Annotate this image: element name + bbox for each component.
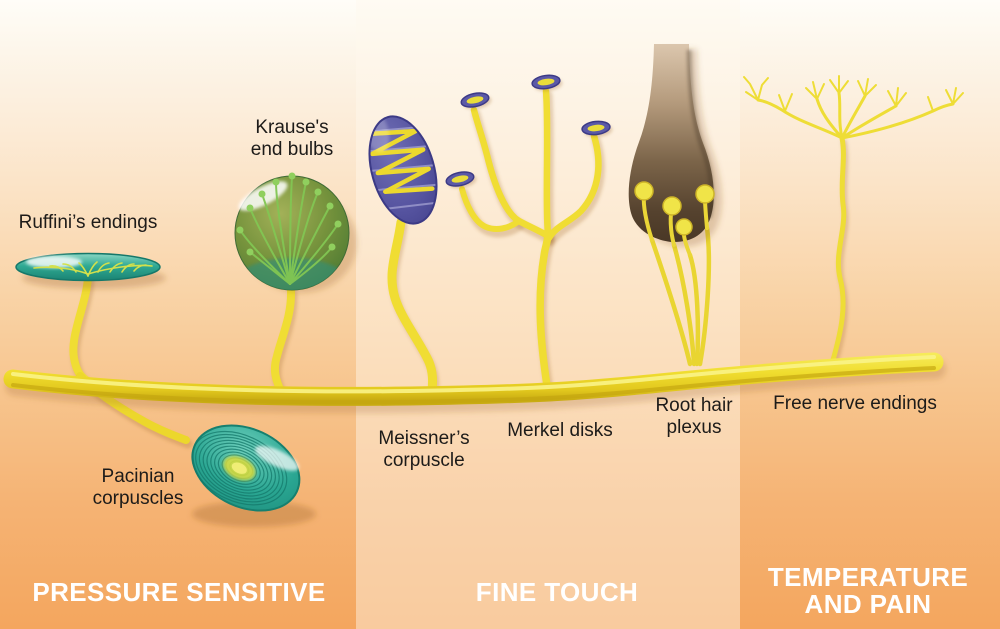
root-hair-plexus-figure [628,44,722,257]
label-merkel-disks: Merkel disks [507,420,613,441]
merkel-disk [581,120,613,137]
label-krause-line1: Krause's [255,117,329,138]
section-title-temp-line2: AND PAIN [804,589,932,619]
section-title-temp-line1: TEMPERATURE [767,562,969,592]
merkel-disk [531,74,563,91]
ruffini-ending-figure [15,252,166,289]
label-free-nerve-endings: Free nerve endings [773,393,937,414]
label-root-hair-line2: plexus [666,417,722,438]
label-pacinian-line1: Pacinian [101,466,175,487]
label-pacinian-corpuscles: Pacinian corpuscles [93,466,184,510]
label-pacinian-line2: corpuscles [92,488,184,509]
section-title-fine-touch: FINE TOUCH [475,577,639,607]
label-root-hair-line1: Root hair [655,395,733,416]
label-krause-end-bulbs: Krause's end bulbs [251,117,333,161]
root-hair-nerve-bulbs [634,181,715,236]
merkel-disk [445,171,477,189]
meissner-stem [387,217,438,396]
label-meissner-line2: corpuscle [383,450,465,471]
section-title-pressure-sensitive: PRESSURE SENSITIVE [32,577,326,607]
main-nerve-trunk [3,352,946,414]
krause-end-bulb-figure [234,172,357,293]
meissner-corpuscle-figure [359,109,446,225]
root-hair-fiber-stems [649,225,712,367]
free-nerve-twigs [743,75,964,112]
receptor-stems [69,75,964,449]
label-meissner-line1: Meissner’s [378,428,470,449]
label-krause-line2: end bulbs [250,139,334,160]
label-root-hair-plexus: Root hair plexus [655,395,732,439]
pacinian-corpuscle-figure [191,424,316,527]
merkel-disks-figure [445,74,613,189]
label-ruffini-endings: Ruffini’s endings [18,212,158,233]
krause-inner-branches [239,175,339,285]
krause-stem [270,286,296,395]
merkel-disk [460,92,492,110]
krause-branch-tips [236,172,342,256]
section-title-temperature-and-pain: TEMPERATURE AND PAIN [768,564,968,618]
merkel-branches [459,87,602,396]
ruffini-veins [33,261,153,277]
free-nerve-endings-figure [743,75,964,363]
label-meissner-corpuscle: Meissner’s corpuscle [378,428,469,472]
